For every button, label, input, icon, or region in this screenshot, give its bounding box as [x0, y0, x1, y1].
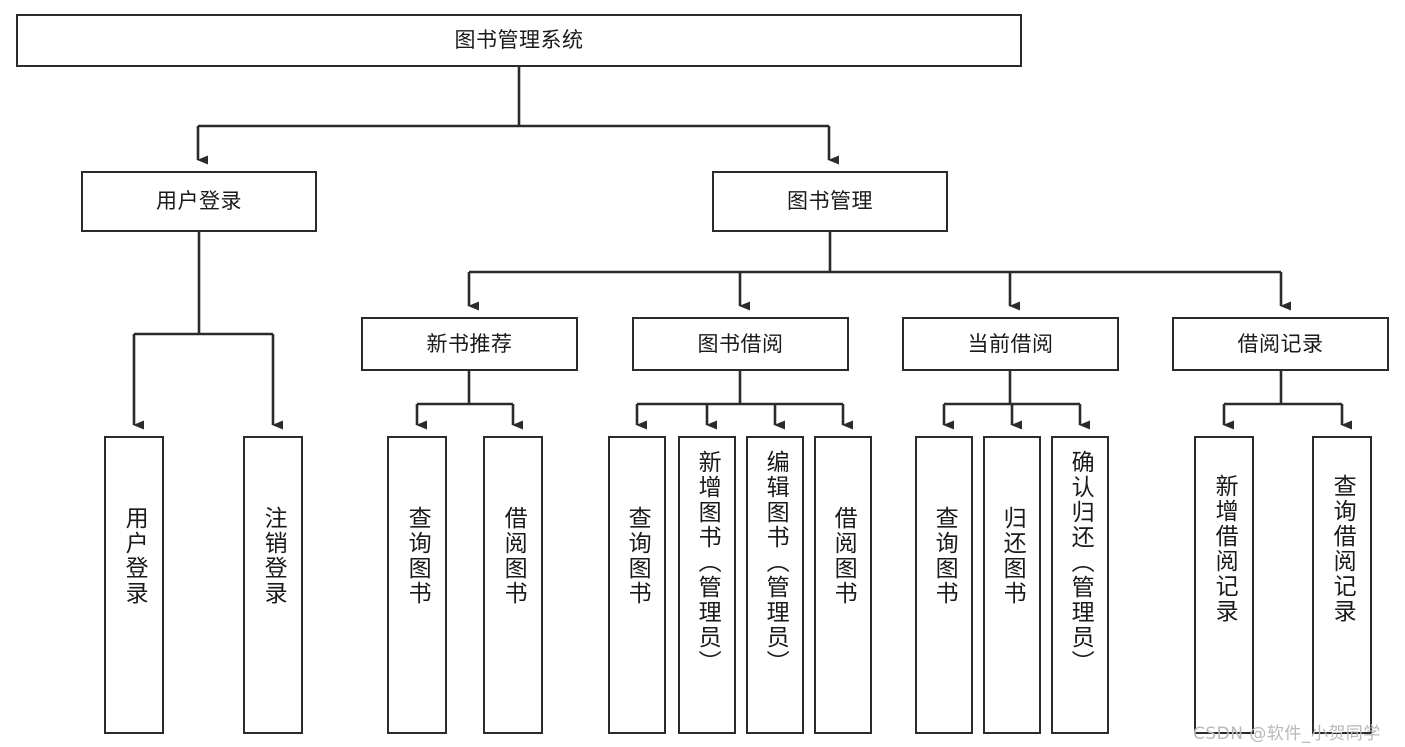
- node-leaf-return-book[interactable]: 归还图书: [983, 436, 1041, 734]
- node-current-borrow[interactable]: 当前借阅: [902, 317, 1119, 371]
- node-leaf-user-login-label: 用户登录: [121, 506, 148, 606]
- node-leaf-confirm-return[interactable]: 确认归还（管理员）: [1051, 436, 1109, 734]
- node-leaf-return-book-label: 归还图书: [999, 506, 1026, 606]
- node-leaf-borrow-book-1-label: 借阅图书: [500, 506, 527, 606]
- node-book-manage-label: 图书管理: [787, 189, 873, 214]
- node-book-borrow-label: 图书借阅: [697, 331, 784, 356]
- connector-user-login-to-leaves: [132, 232, 283, 430]
- node-leaf-confirm-return-label: 确认归还（管理员）: [1067, 450, 1094, 675]
- node-leaf-add-record-label: 新增借阅记录: [1211, 474, 1238, 624]
- node-leaf-edit-book[interactable]: 编辑图书（管理员）: [746, 436, 804, 734]
- node-leaf-borrow-book-2[interactable]: 借阅图书: [814, 436, 872, 734]
- node-book-manage[interactable]: 图书管理: [712, 171, 948, 232]
- node-leaf-add-record[interactable]: 新增借阅记录: [1194, 436, 1254, 734]
- node-leaf-query-book-1[interactable]: 查询图书: [387, 436, 447, 734]
- node-current-borrow-label: 当前借阅: [967, 331, 1054, 356]
- node-leaf-query-book-3-label: 查询图书: [931, 506, 958, 606]
- connector-book-manage-to-level3: [467, 232, 1291, 311]
- connector-current-borrow-to-leaves: [942, 371, 1090, 430]
- node-leaf-borrow-book-2-label: 借阅图书: [830, 506, 857, 606]
- node-leaf-add-book-label: 新增图书（管理员）: [694, 450, 721, 675]
- node-leaf-query-book-1-label: 查询图书: [404, 506, 431, 606]
- connector-root-to-level2: [196, 67, 839, 165]
- connector-book-borrow-to-leaves: [635, 371, 853, 430]
- node-leaf-query-record[interactable]: 查询借阅记录: [1312, 436, 1372, 734]
- node-leaf-query-book-3[interactable]: 查询图书: [915, 436, 973, 734]
- node-leaf-query-book-2-label: 查询图书: [624, 506, 651, 606]
- node-root-label: 图书管理系统: [454, 28, 584, 53]
- node-borrow-record-label: 借阅记录: [1237, 331, 1324, 356]
- node-leaf-user-logout[interactable]: 注销登录: [243, 436, 303, 734]
- node-leaf-add-book[interactable]: 新增图书（管理员）: [678, 436, 736, 734]
- node-book-borrow[interactable]: 图书借阅: [632, 317, 849, 371]
- connector-borrow-record-to-leaves: [1222, 371, 1352, 430]
- node-leaf-user-login[interactable]: 用户登录: [104, 436, 164, 734]
- node-leaf-query-book-2[interactable]: 查询图书: [608, 436, 666, 734]
- node-borrow-record[interactable]: 借阅记录: [1172, 317, 1389, 371]
- node-new-book-recommend-label: 新书推荐: [426, 331, 513, 356]
- connector-new-book-recommend-to-leaves: [415, 371, 523, 430]
- node-leaf-user-logout-label: 注销登录: [260, 506, 287, 606]
- node-leaf-query-record-label: 查询借阅记录: [1329, 474, 1356, 624]
- node-root-system[interactable]: 图书管理系统: [16, 14, 1022, 67]
- node-user-login[interactable]: 用户登录: [81, 171, 317, 232]
- node-leaf-edit-book-label: 编辑图书（管理员）: [762, 450, 789, 675]
- node-user-login-label: 用户登录: [156, 189, 242, 214]
- node-leaf-borrow-book-1[interactable]: 借阅图书: [483, 436, 543, 734]
- node-new-book-recommend[interactable]: 新书推荐: [361, 317, 578, 371]
